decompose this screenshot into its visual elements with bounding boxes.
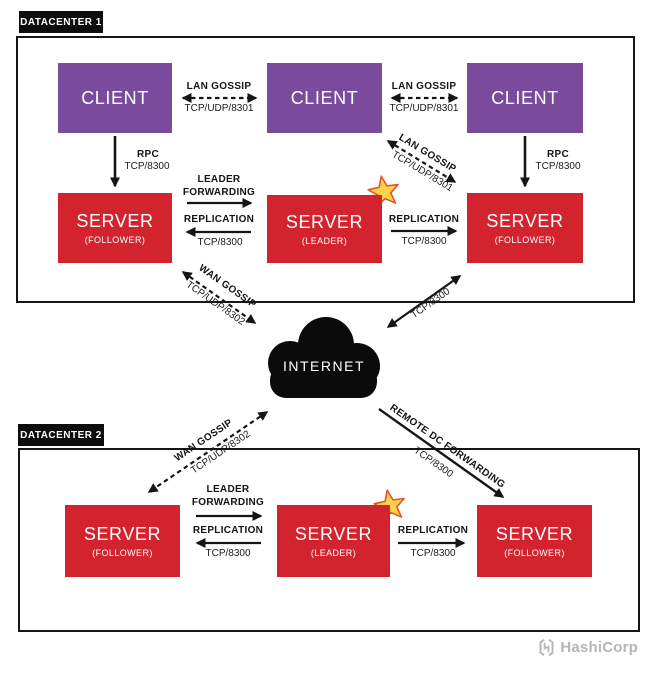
server-title: SERVER <box>83 524 162 544</box>
leader-forwarding-label-line2-dc1: FORWARDING <box>182 187 256 198</box>
client-box-1: CLIENT <box>58 63 172 133</box>
server-role: (FOLLOWER) <box>504 548 565 558</box>
replication-label-dc2-left: REPLICATION <box>192 525 264 536</box>
replication-label-dc1-right: REPLICATION <box>388 214 460 225</box>
server-role: (LEADER) <box>301 236 348 246</box>
server-box-dc2-leader: SERVER (LEADER) <box>277 505 390 577</box>
lan-gossip-label-2: LAN GOSSIP <box>391 81 457 92</box>
client-title: CLIENT <box>491 87 559 108</box>
replication-port-dc2-left: TCP/8300 <box>205 548 251 559</box>
rpc-label-right: RPC <box>546 149 570 160</box>
leader-forwarding-label-line2-dc2: FORWARDING <box>191 497 265 508</box>
hashicorp-logo-icon <box>539 638 554 657</box>
hashicorp-logo-text: HashiCorp <box>560 639 638 656</box>
server-box-dc1-follower-right: SERVER (FOLLOWER) <box>467 193 583 263</box>
server-box-dc1-follower-left: SERVER (FOLLOWER) <box>58 193 172 263</box>
server-box-dc2-follower-left: SERVER (FOLLOWER) <box>65 505 180 577</box>
client-box-2: CLIENT <box>267 63 382 133</box>
server-box-dc2-follower-right: SERVER (FOLLOWER) <box>477 505 592 577</box>
datacenter1-frame <box>16 36 635 303</box>
server-role: (LEADER) <box>310 548 357 558</box>
server-title: SERVER <box>76 211 154 231</box>
server-title: SERVER <box>495 524 574 544</box>
server-box-dc1-leader: SERVER (LEADER) <box>267 195 382 263</box>
client-title: CLIENT <box>81 87 149 108</box>
rpc-label-left: RPC <box>136 149 160 160</box>
client-box-3: CLIENT <box>467 63 583 133</box>
datacenter2-label: DATACENTER 2 <box>18 424 104 446</box>
rpc-port-left: TCP/8300 <box>124 161 170 172</box>
replication-label-dc2-right: REPLICATION <box>397 525 469 536</box>
datacenter2-frame <box>18 448 640 632</box>
server-title: SERVER <box>486 211 564 231</box>
replication-port-dc1-left: TCP/8300 <box>197 237 243 248</box>
leader-forwarding-label-line1-dc1: LEADER <box>197 174 241 185</box>
lan-gossip-port-2: TCP/UDP/8301 <box>389 103 459 114</box>
server-title: SERVER <box>294 524 373 544</box>
lan-gossip-port-1: TCP/UDP/8301 <box>184 103 254 114</box>
datacenter1-label: DATACENTER 1 <box>19 11 103 33</box>
server-title: SERVER <box>285 212 364 232</box>
replication-port-dc1-right: TCP/8300 <box>401 236 447 247</box>
hashicorp-logo: HashiCorp <box>537 638 638 657</box>
server-role: (FOLLOWER) <box>84 235 146 245</box>
internet-label: INTERNET <box>283 358 365 374</box>
replication-label-dc1-left: REPLICATION <box>183 214 255 225</box>
rpc-port-right: TCP/8300 <box>535 161 581 172</box>
leader-forwarding-label-line1-dc2: LEADER <box>206 484 250 495</box>
server-role: (FOLLOWER) <box>92 548 153 558</box>
client-title: CLIENT <box>290 87 359 108</box>
replication-port-dc2-right: TCP/8300 <box>410 548 456 559</box>
lan-gossip-label-1: LAN GOSSIP <box>186 81 252 92</box>
server-role: (FOLLOWER) <box>494 235 556 245</box>
